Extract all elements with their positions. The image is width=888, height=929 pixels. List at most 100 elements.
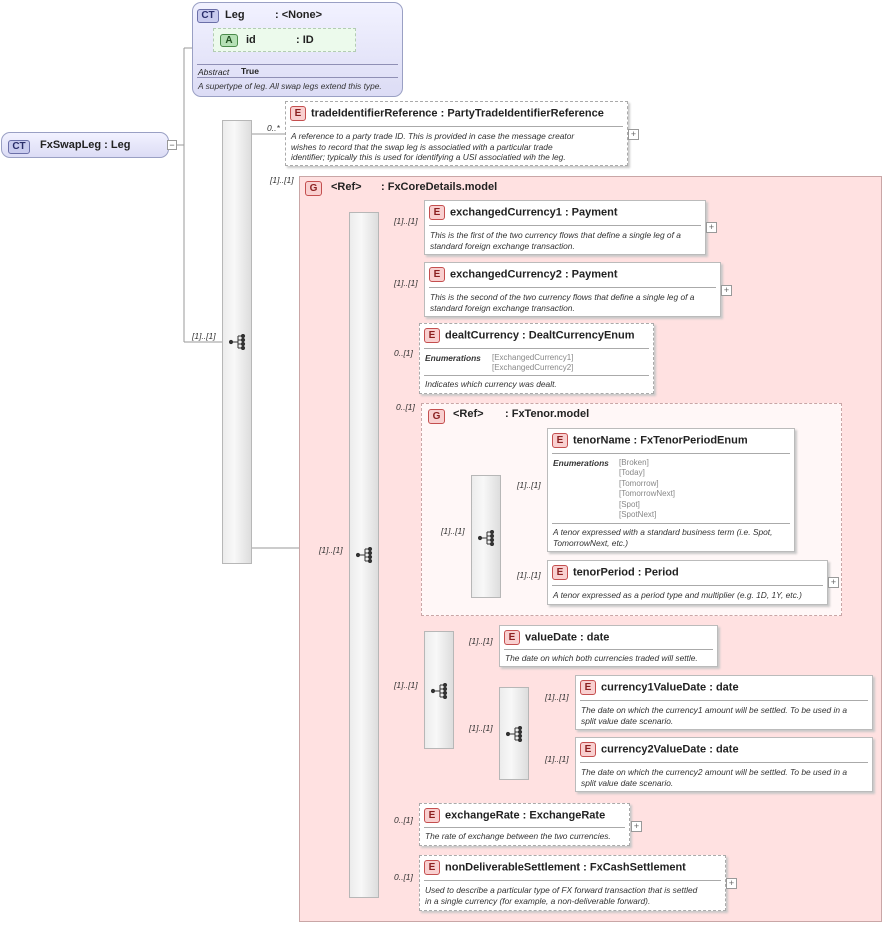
doc-line: standard foreign exchange transaction. xyxy=(430,240,575,251)
element-badge: E xyxy=(552,565,568,580)
doc-line: A tenor expressed with a standard busine… xyxy=(553,527,773,537)
doc-line: split value date scenario. xyxy=(581,715,674,726)
attribute-type: : ID xyxy=(296,34,314,46)
multiplicity-label: 0..[1] xyxy=(394,815,413,825)
expand-icon[interactable]: + xyxy=(726,878,737,889)
root-complex-type[interactable]: CT FxSwapLeg : Leg xyxy=(1,132,169,158)
doc-line: identifier; typically this is used for i… xyxy=(291,152,566,162)
element-type: : Payment xyxy=(564,268,618,281)
multiplicity-label: [1]..[1] xyxy=(319,545,343,555)
expand-icon[interactable]: + xyxy=(628,129,639,140)
expand-icon[interactable]: + xyxy=(631,821,642,832)
abstract-value: True xyxy=(241,66,259,76)
element-badge: E xyxy=(424,328,440,343)
attribute-badge: A xyxy=(220,34,238,47)
expand-icon[interactable]: + xyxy=(706,222,717,233)
element-name: nonDeliverableSettlement xyxy=(445,861,581,874)
group-name: : FxTenor.model xyxy=(505,408,590,420)
expand-icon[interactable]: + xyxy=(721,285,732,296)
doc-line: The date on which the currency1 amount w… xyxy=(581,705,847,715)
element-type: : date xyxy=(709,681,739,694)
multiplicity-label: 0..[1] xyxy=(396,402,415,412)
multiplicity-label: 0..* xyxy=(267,123,280,133)
multiplicity-label: [1]..[1] xyxy=(270,175,294,185)
complex-type-badge: CT xyxy=(8,140,30,154)
multiplicity-label: [1]..[1] xyxy=(469,636,493,646)
enum-value: [ExchangedCurrency2] xyxy=(492,363,574,373)
doc-line: A tenor expressed as a period type and m… xyxy=(553,590,802,600)
element-type: : date xyxy=(709,743,739,756)
element-badge: E xyxy=(429,267,445,282)
element-name: tenorName xyxy=(573,434,631,447)
multiplicity-label: [1]..[1] xyxy=(517,570,541,580)
element-name: valueDate xyxy=(525,631,577,644)
element-badge: E xyxy=(424,860,440,875)
element-type: : Period xyxy=(637,566,679,579)
doc-line: This is the second of the two currency f… xyxy=(430,292,695,302)
element-name: tradeIdentifierReference xyxy=(311,107,438,120)
element-badge: E xyxy=(424,808,440,823)
element-type: : Payment xyxy=(564,206,618,219)
element-type: : FxTenorPeriodEnum xyxy=(633,434,748,447)
element-name: currency1ValueDate xyxy=(601,681,707,694)
doc-line: Indicates which currency was dealt. xyxy=(425,379,557,389)
element-name: exchangedCurrency1 xyxy=(450,206,562,219)
complex-type-badge: CT xyxy=(197,9,219,23)
expand-icon[interactable]: + xyxy=(828,577,839,588)
attribute-id[interactable]: A id : ID xyxy=(213,28,356,52)
element-type: : ExchangeRate xyxy=(522,809,606,822)
enum-value: [Today] xyxy=(619,468,645,478)
doc-line: split value date scenario. xyxy=(581,777,674,788)
element-badge: E xyxy=(429,205,445,220)
attribute-name: id xyxy=(246,34,256,46)
enum-value: [ExchangedCurrency1] xyxy=(492,353,574,362)
enumerations-label: Enumerations xyxy=(425,353,481,363)
doc-line: The rate of exchange between the two cur… xyxy=(425,831,611,841)
base-doc: A supertype of leg. All swap legs extend… xyxy=(198,81,382,91)
doc-line: The date on which the currency2 amount w… xyxy=(581,767,847,777)
group-ref: <Ref> xyxy=(331,181,362,193)
multiplicity-label: [1]..[1] xyxy=(545,692,569,702)
enum-value: [Broken] xyxy=(619,458,649,467)
enum-value: [Tomorrow] xyxy=(619,478,659,488)
value-date-sequence[interactable] xyxy=(424,631,454,749)
element-badge: E xyxy=(290,106,306,121)
base-type-type: : <None> xyxy=(275,9,323,21)
element-name: exchangeRate xyxy=(445,809,520,822)
group-ref: <Ref> xyxy=(453,408,484,420)
sequence-icon xyxy=(430,682,449,704)
base-complex-type[interactable]: CT Leg : <None> A id : ID Abstract True … xyxy=(192,2,403,97)
multiplicity-label: 0..[1] xyxy=(394,872,413,882)
tenor-sequence[interactable] xyxy=(471,475,501,598)
element-badge: E xyxy=(552,433,568,448)
element-name: dealtCurrency xyxy=(445,329,519,342)
element-type: : FxCashSettlement xyxy=(583,861,686,874)
element-type: : PartyTradeIdentifierReference xyxy=(440,107,604,120)
element-badge: E xyxy=(504,630,520,645)
element-badge: E xyxy=(580,680,596,695)
collapse-toggle-icon[interactable]: − xyxy=(167,140,177,150)
doc-line: The date on which both currencies traded… xyxy=(505,653,698,663)
doc-line: A reference to a party trade ID. This is… xyxy=(291,131,575,141)
multiplicity-label: [1]..[1] xyxy=(394,216,418,226)
element-name: tenorPeriod xyxy=(573,566,635,579)
enumerations-label: Enumerations xyxy=(553,458,609,468)
doc-line: Used to describe a particular type of FX… xyxy=(425,885,698,895)
element-type: : date xyxy=(580,631,610,644)
doc-line: standard foreign exchange transaction. xyxy=(430,302,575,313)
enum-value: [TomorrowNext] xyxy=(619,489,676,499)
multiplicity-label: [1]..[1] xyxy=(394,278,418,288)
root-type-name: FxSwapLeg : Leg xyxy=(40,139,131,151)
enum-value: [Spot] xyxy=(619,499,640,509)
